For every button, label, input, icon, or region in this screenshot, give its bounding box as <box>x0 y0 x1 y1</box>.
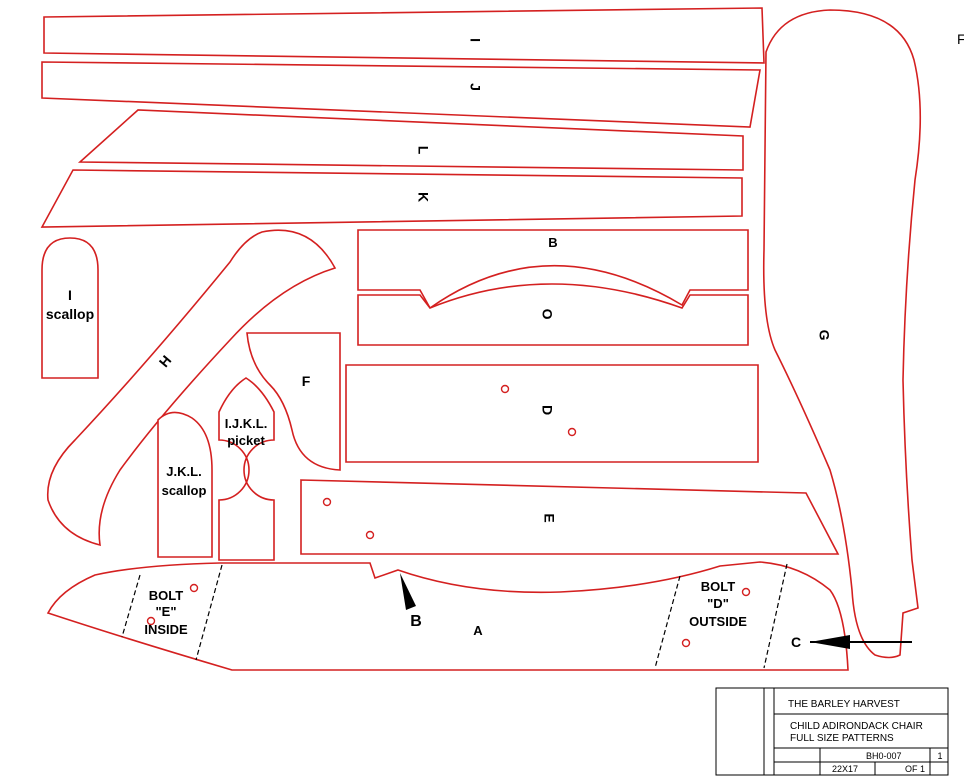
title-block: THE BARLEY HARVEST CHILD ADIRONDACK CHAI… <box>715 687 949 776</box>
arrow-c-head <box>810 635 850 649</box>
bolt-e-label-2: "E" <box>156 604 177 619</box>
i-scallop-label-2: scallop <box>46 306 94 322</box>
piece-f-label: F <box>302 373 311 389</box>
jkl-scallop-label-2: scallop <box>162 483 207 498</box>
piece-l-label: L <box>415 146 431 155</box>
piece-jkl-scallop: J.K.L. scallop <box>157 411 213 558</box>
arrow-b-head <box>400 573 416 610</box>
piece-e: E <box>300 479 840 555</box>
company-name: THE BARLEY HARVEST <box>788 699 900 710</box>
piece-o-label: O <box>539 309 555 320</box>
piece-k: K <box>40 169 743 228</box>
bolt-e-cutline-left <box>121 574 141 638</box>
bolt-d-label-2: "D" <box>707 596 729 611</box>
piece-a: A BOLT "E" INSIDE BOLT "D" OUTSIDE <box>46 561 849 671</box>
piece-e-label: E <box>541 513 557 522</box>
piece-j: J <box>41 61 761 128</box>
piece-h: H <box>46 229 337 547</box>
piece-d-hole <box>567 427 577 437</box>
drawing-title-1: CHILD ADIRONDACK CHAIR <box>790 721 923 732</box>
piece-i-label: I <box>467 38 483 42</box>
drawing-title-2: FULL SIZE PATTERNS <box>790 733 894 744</box>
jkl-scallop-label-1: J.K.L. <box>166 464 201 479</box>
edge-letter: F <box>957 31 964 47</box>
piece-d-label: D <box>539 405 555 415</box>
piece-b: B <box>357 229 749 310</box>
arrow-b: B <box>400 573 422 630</box>
sheet-count: OF 1 <box>905 764 925 774</box>
piece-a-label: A <box>473 623 483 638</box>
title-block-frame <box>715 687 949 776</box>
arrow-b-label: B <box>410 613 422 630</box>
bolt-e-cutline-right <box>195 564 223 661</box>
bolt-d-hole <box>741 587 751 597</box>
picket-label-1: I.J.K.L. <box>225 416 268 431</box>
piece-l: L <box>77 109 744 171</box>
drawing-number: BH0-007 <box>866 751 902 761</box>
piece-f: F <box>246 332 341 471</box>
bolt-d-hole <box>681 638 691 648</box>
piece-e-hole <box>365 530 375 540</box>
piece-j-label: J <box>467 83 483 91</box>
piece-e-hole <box>322 497 332 507</box>
bolt-d-cutline-right <box>763 563 788 669</box>
piece-d-hole <box>500 384 510 394</box>
piece-k-label: K <box>415 192 431 202</box>
bolt-d-label-3: OUTSIDE <box>689 614 747 629</box>
sheet-number: 1 <box>937 751 942 761</box>
piece-i: I <box>43 7 765 64</box>
bolt-e-label-3: INSIDE <box>144 622 188 637</box>
piece-i-scallop: I scallop <box>41 237 99 379</box>
piece-g: G <box>762 9 922 659</box>
piece-b-label: B <box>548 235 557 250</box>
i-scallop-label-1: I <box>68 287 72 303</box>
piece-ijkl-picket: I.J.K.L. picket <box>218 377 275 561</box>
bolt-e-hole <box>146 616 156 626</box>
piece-d: D <box>345 364 759 463</box>
picket-label-2: picket <box>227 433 265 448</box>
piece-o: O <box>357 283 749 346</box>
bolt-d-label-1: BOLT <box>701 579 735 594</box>
piece-g-label: G <box>816 330 832 341</box>
sheet-size: 22X17 <box>832 764 858 774</box>
bolt-e-hole <box>189 583 199 593</box>
arrow-c-label: C <box>791 634 801 650</box>
bolt-e-label-1: BOLT <box>149 588 183 603</box>
arrow-c: C <box>791 634 912 650</box>
